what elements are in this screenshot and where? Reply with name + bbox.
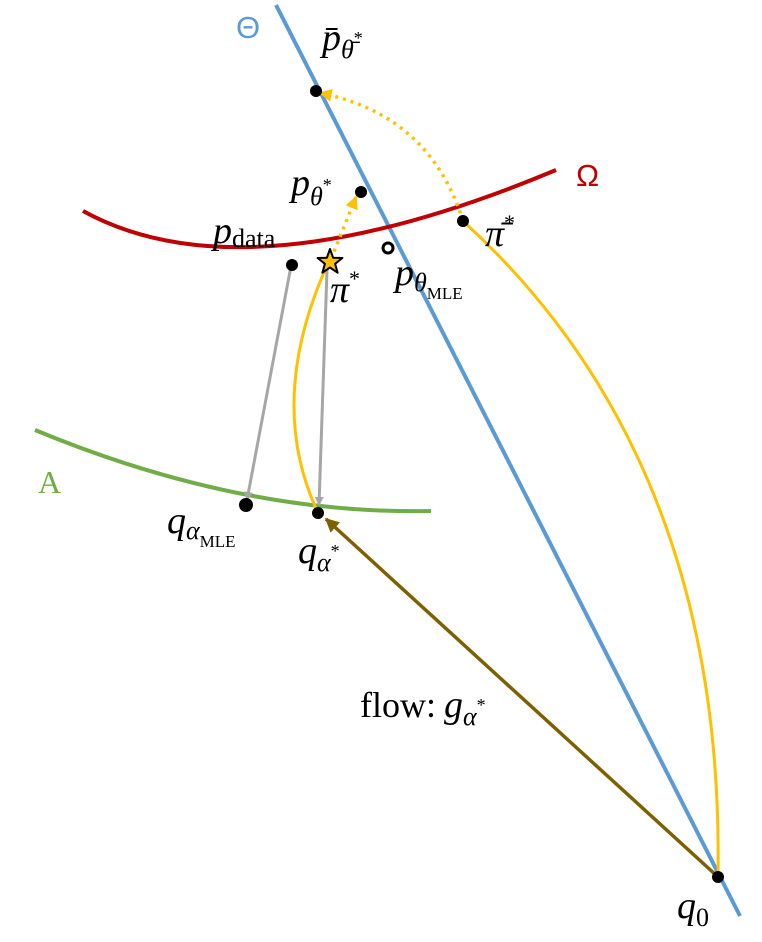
label-pibar-star: π̄* xyxy=(485,210,515,255)
alpha-set-label: A xyxy=(38,464,61,500)
pthetamle-base: p xyxy=(392,252,414,294)
label-q-alpha-star: qα* xyxy=(298,530,340,577)
point-q-alpha-star xyxy=(312,507,324,519)
theta-set-label: Θ xyxy=(236,10,260,45)
yellow-curve-qalpha-to-pistar xyxy=(292,260,331,514)
qalphamle-sub: α xyxy=(186,516,201,545)
point-p-theta-mle xyxy=(381,241,395,255)
point-pbar-theta-star xyxy=(310,85,322,97)
q0-sub: 0 xyxy=(696,903,709,932)
label-q0: q0 xyxy=(677,885,709,932)
yellow-dotted-arrow-pistar-to-ptheta xyxy=(329,195,358,260)
label-p-theta-star: pθ* xyxy=(288,162,332,211)
gray-arrow-pistar-to-qalphastar xyxy=(314,269,329,506)
alpha-curve xyxy=(34,428,432,514)
qalphastar-sup: * xyxy=(331,541,340,561)
pbar-sup: * xyxy=(354,28,363,48)
q0-base: q xyxy=(677,885,696,927)
point-p-data xyxy=(286,259,298,271)
omega-set-label: Ω xyxy=(576,158,599,193)
flow-sup: * xyxy=(477,695,486,715)
yellow-dotted-arrow-pibar-to-pbar xyxy=(318,88,465,222)
flow-base: g xyxy=(444,684,463,726)
flow-arrow xyxy=(324,517,719,878)
label-flow: flow:gα* xyxy=(360,684,486,731)
pistar-base: π xyxy=(330,269,350,311)
pistar-sup: * xyxy=(349,266,360,291)
ptheta-base: p xyxy=(288,162,310,204)
pdata-base: p xyxy=(210,210,232,252)
point-q-alpha-mle xyxy=(239,498,253,512)
theta-line xyxy=(274,4,742,917)
pibar-sup: * xyxy=(504,210,515,235)
qalphastar-sub: α xyxy=(317,548,332,577)
label-q-alpha-mle: qαMLE xyxy=(167,500,236,551)
label-p-data: pdata xyxy=(210,210,276,253)
pthetamle-subsub: MLE xyxy=(427,284,463,303)
point-q0 xyxy=(712,871,724,883)
label-p-theta-mle: pθMLE xyxy=(392,252,463,303)
pthetamle-sub: θ xyxy=(414,268,427,297)
ptheta-sup: * xyxy=(323,175,332,195)
yellow-curve-q0-to-pibar xyxy=(461,219,720,878)
point-p-theta-star xyxy=(355,186,367,198)
flow-sub: α xyxy=(463,702,478,731)
point-pibar-star xyxy=(457,215,469,227)
gray-arrow-pdata-to-qalphamle xyxy=(244,265,293,501)
label-pi-star: π* xyxy=(330,266,360,311)
qalphamle-base: q xyxy=(167,500,186,542)
pdata-sub: data xyxy=(232,224,276,253)
omega-curve xyxy=(82,168,557,250)
pbar-base: p̄ xyxy=(319,17,341,59)
qalphamle-subsub: MLE xyxy=(200,532,236,551)
ptheta-sub: θ xyxy=(310,182,323,211)
star-pi-star xyxy=(316,248,344,274)
label-pbar-theta-star: p̄θ̄* xyxy=(319,17,363,64)
qalphastar-base: q xyxy=(298,530,317,572)
flow-prefix: flow: xyxy=(360,685,436,725)
